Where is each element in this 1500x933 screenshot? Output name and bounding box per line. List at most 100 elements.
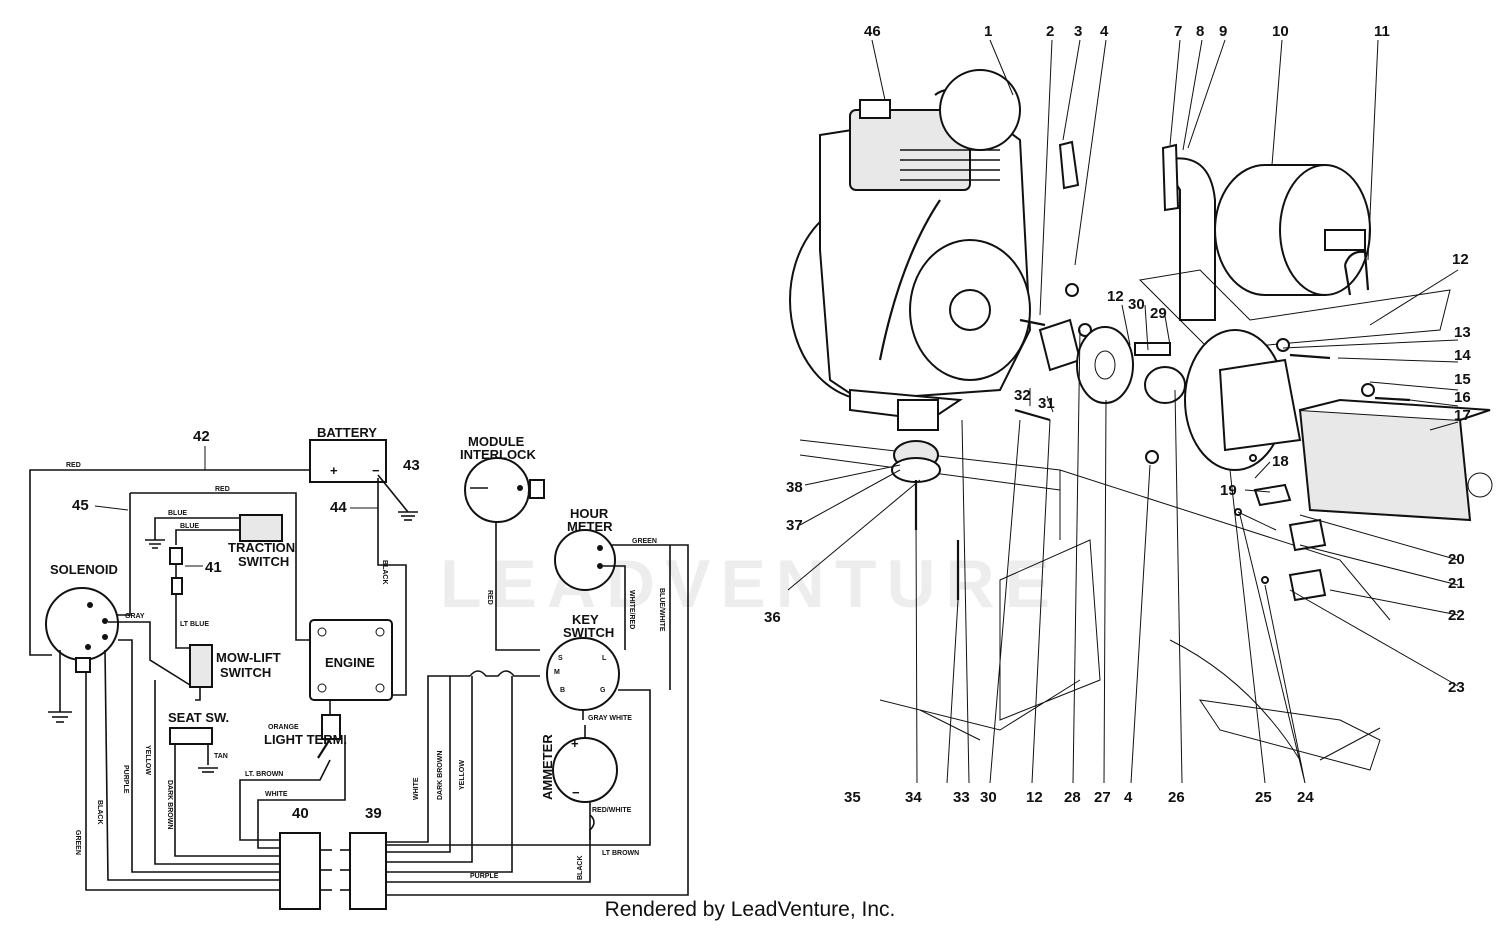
wire-label-green-hour: GREEN bbox=[632, 538, 657, 545]
wire-label-white-v: WHITE bbox=[413, 777, 420, 800]
wire-label-white-light: WHITE bbox=[265, 791, 288, 798]
key-switch: KEY SWITCH S L M B G bbox=[546, 612, 620, 711]
wire-label-orange: ORANGE bbox=[268, 724, 299, 731]
callout-24: 24 bbox=[1297, 789, 1314, 806]
callout-21: 21 bbox=[1448, 575, 1465, 592]
callout-14: 14 bbox=[1454, 347, 1471, 364]
mow-lift-label-1: MOW-LIFT bbox=[216, 650, 281, 665]
ammeter-minus: − bbox=[572, 785, 580, 800]
exploded-view: 46 1 2 3 4 7 8 9 10 11 12 13 14 15 16 17… bbox=[764, 23, 1493, 806]
callout-4-bottom: 4 bbox=[1124, 789, 1133, 806]
callout-28: 28 bbox=[1064, 789, 1081, 806]
module-interlock: MODULE INTERLOCK bbox=[460, 434, 545, 523]
callout-7: 7 bbox=[1174, 23, 1182, 40]
wire-label-black-left: BLACK bbox=[96, 800, 103, 825]
wire-label-yellow-right: YELLOW bbox=[459, 760, 466, 790]
module-interlock-label-2: INTERLOCK bbox=[460, 447, 536, 462]
wire-label-purple-bottom: PURPLE bbox=[470, 873, 499, 880]
callout-12-right: 12 bbox=[1452, 251, 1469, 268]
wire-label-gray: GRAY bbox=[125, 613, 145, 620]
ammeter-label: AMMETER bbox=[540, 734, 555, 800]
wire-label-white-red: WHITE/RED bbox=[628, 590, 635, 629]
callout-1: 1 bbox=[984, 23, 992, 40]
callout-12-bottom: 12 bbox=[1026, 789, 1043, 806]
module-interlock-label-1: MODULE bbox=[468, 434, 525, 449]
callout-12-inner: 12 bbox=[1107, 288, 1124, 305]
wire-label-yellow-left: YELLOW bbox=[144, 745, 151, 775]
battery: BATTERY + − bbox=[309, 425, 387, 483]
wire-label-purple-left: PURPLE bbox=[122, 765, 129, 794]
light-term-label: LIGHT TERM. bbox=[264, 732, 347, 747]
wire-label-green-left: GREEN bbox=[74, 830, 81, 855]
wire-label-blue-white: BLUE/WHITE bbox=[658, 588, 665, 632]
callout-29: 29 bbox=[1150, 305, 1167, 322]
wire-label-dark-brown-left: DARK BROWN bbox=[166, 780, 173, 829]
callout-2: 2 bbox=[1046, 23, 1054, 40]
wire-label-red-mid: RED bbox=[215, 486, 230, 493]
callout-26: 26 bbox=[1168, 789, 1185, 806]
battery-plus-terminal: + bbox=[330, 463, 338, 478]
wire-label-red-interlock: RED bbox=[486, 590, 493, 605]
engine-label: ENGINE bbox=[325, 655, 375, 670]
wire-label-lt-brown-bottom: LT BROWN bbox=[602, 850, 639, 857]
connector-39: 39 bbox=[340, 805, 387, 910]
mow-lift-switch: MOW-LIFT SWITCH bbox=[189, 644, 281, 688]
wiring-diagram: RED 42 BATTERY + − 43 44 BLACK RED 45 TR… bbox=[29, 425, 689, 910]
callout-18: 18 bbox=[1272, 453, 1289, 470]
muffler bbox=[1058, 140, 1451, 351]
callout-16: 16 bbox=[1454, 389, 1471, 406]
wire-label-dark-brown-right: DARK BROWN bbox=[437, 751, 444, 800]
wire-label-tan: TAN bbox=[214, 753, 228, 760]
callout-22: 22 bbox=[1448, 607, 1465, 624]
seat-switch: SEAT SW. TAN bbox=[168, 710, 229, 773]
seat-switch-label: SEAT SW. bbox=[168, 710, 229, 725]
traction-switch-label-1: TRACTION bbox=[228, 540, 295, 555]
callout-15: 15 bbox=[1454, 371, 1471, 388]
ammeter-plus: + bbox=[571, 736, 579, 751]
callout-44: 44 bbox=[330, 499, 347, 516]
solenoid-label: SOLENOID bbox=[50, 562, 118, 577]
callout-35: 35 bbox=[844, 789, 861, 806]
traction-switch-label-2: SWITCH bbox=[238, 554, 289, 569]
hydraulic-pump bbox=[1234, 398, 1493, 602]
wire-label-blue-2: BLUE bbox=[180, 523, 199, 530]
traction-switch: TRACTION SWITCH bbox=[228, 514, 295, 569]
callout-30-bottom: 30 bbox=[980, 789, 997, 806]
callout-17: 17 bbox=[1454, 407, 1471, 424]
callout-36: 36 bbox=[764, 609, 781, 626]
key-terminal-l: L bbox=[602, 655, 607, 662]
callout-25: 25 bbox=[1255, 789, 1272, 806]
callout-41: 41 bbox=[205, 559, 222, 576]
key-terminal-g: G bbox=[600, 687, 606, 694]
callout-40: 40 bbox=[292, 805, 309, 822]
callout-4-top: 4 bbox=[1100, 23, 1109, 40]
callout-39: 39 bbox=[365, 805, 382, 822]
light-terminal: ORANGE LIGHT TERM. bbox=[264, 700, 347, 759]
wire-label-lt-blue: LT BLUE bbox=[180, 621, 209, 628]
key-switch-label-2: SWITCH bbox=[563, 625, 614, 640]
key-switch-label-1: KEY bbox=[572, 612, 599, 627]
callout-43: 43 bbox=[403, 457, 420, 474]
callout-38: 38 bbox=[786, 479, 803, 496]
callout-32: 32 bbox=[1014, 387, 1031, 404]
connector-40: 40 bbox=[279, 805, 332, 910]
ammeter: + − AMMETER bbox=[540, 734, 618, 803]
callout-19: 19 bbox=[1220, 482, 1237, 499]
callout-46: 46 bbox=[864, 23, 881, 40]
callout-9: 9 bbox=[1219, 23, 1227, 40]
callout-33: 33 bbox=[953, 789, 970, 806]
wire-label-black-bottom: BLACK bbox=[577, 856, 584, 881]
callout-13: 13 bbox=[1454, 324, 1471, 341]
wire-label-blue-1: BLUE bbox=[168, 510, 187, 517]
battery-minus-terminal: − bbox=[372, 463, 380, 478]
hour-meter-label-1: HOUR bbox=[570, 506, 609, 521]
wire-label-black-battery: BLACK bbox=[381, 560, 388, 585]
key-terminal-s: S bbox=[558, 655, 563, 662]
hour-meter: HOUR METER bbox=[554, 506, 616, 591]
solenoid: SOLENOID bbox=[45, 562, 119, 673]
key-terminal-m: M bbox=[554, 669, 560, 676]
coupling-parts bbox=[1014, 283, 1411, 471]
wire-label-red-white: RED/WHITE bbox=[592, 807, 632, 814]
callout-20: 20 bbox=[1448, 551, 1465, 568]
